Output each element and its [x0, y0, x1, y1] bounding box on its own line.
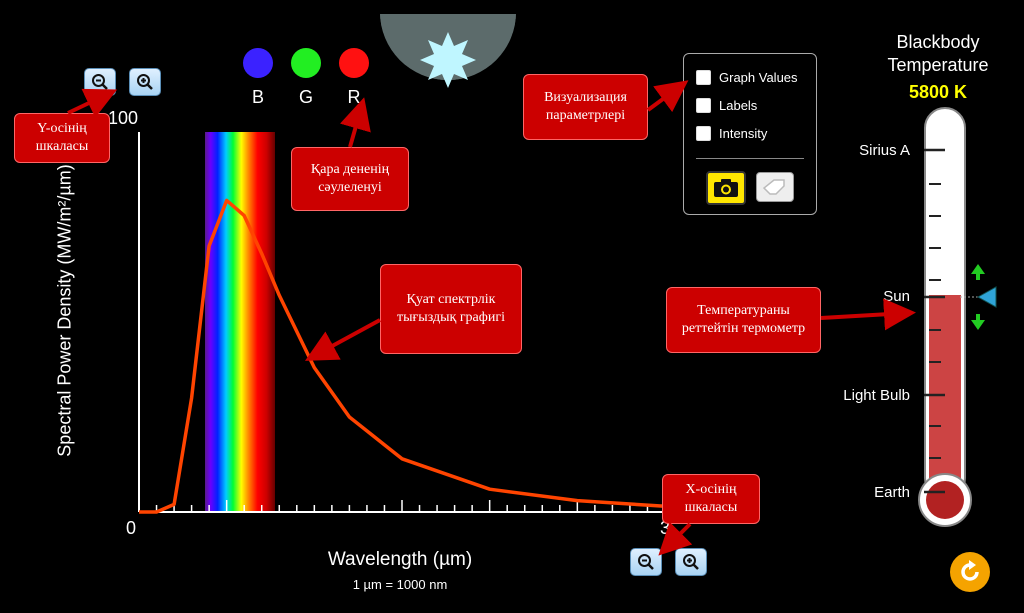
- thermometer[interactable]: [900, 100, 1010, 530]
- callout-spectral-graph: Қуат спектрлік тығыздық графигі: [380, 264, 522, 354]
- x-zoom-out-button[interactable]: [630, 548, 662, 576]
- blue-label: B: [251, 87, 264, 107]
- red-intensity-dot: [339, 48, 369, 78]
- zoom-in-icon: [137, 74, 153, 90]
- x-axis-label: Wavelength (µm): [327, 549, 473, 570]
- callout-blackbody-radiation: Қара дененің сәулеленуі: [291, 147, 409, 211]
- green-intensity-dot: [291, 48, 321, 78]
- reset-icon: [961, 560, 979, 581]
- zoom-out-icon: [92, 74, 108, 90]
- callout-y-scale: Y-осінің шкаласы: [14, 113, 110, 163]
- zoom-in-icon: [683, 554, 699, 570]
- camera-icon: [714, 179, 738, 197]
- callout-visual-params: Визуализация параметрлері: [523, 74, 648, 140]
- spectral-curve: [139, 198, 666, 514]
- checkbox-box[interactable]: [696, 98, 711, 113]
- x-zoom-in-button[interactable]: [675, 548, 707, 576]
- snapshot-button[interactable]: [706, 171, 746, 205]
- y-zoom-in-button[interactable]: [129, 68, 161, 96]
- marker-sirius-a: Sirius A: [859, 142, 910, 159]
- panel-divider: [696, 158, 804, 159]
- star-icon: [420, 32, 476, 88]
- reset-button[interactable]: [950, 552, 990, 592]
- marker-earth: Earth: [874, 484, 910, 501]
- graph-values-checkbox[interactable]: Graph Values: [696, 70, 798, 85]
- thermometer-title-2: Temperature: [887, 55, 989, 75]
- zoom-out-icon: [638, 554, 654, 570]
- visualization-options-panel: Graph Values Labels Intensity: [683, 53, 817, 215]
- temperature-value: 5800 K: [908, 82, 968, 102]
- eraser-button[interactable]: [756, 172, 794, 202]
- blue-intensity-dot: [243, 48, 273, 78]
- marker-light-bulb: Light Bulb: [843, 387, 910, 404]
- blackbody-star: [380, 0, 520, 88]
- checkbox-box[interactable]: [696, 70, 711, 85]
- visible-spectrum-band: [205, 132, 275, 512]
- temperature-up-arrow: [971, 264, 985, 280]
- intensity-checkbox[interactable]: Intensity: [696, 126, 767, 141]
- callout-thermometer: Температураны реттейтін термометр: [666, 287, 821, 353]
- checkbox-box[interactable]: [696, 126, 711, 141]
- x-unit-note: 1 µm = 1000 nm: [352, 577, 448, 592]
- temperature-down-arrow: [971, 314, 985, 330]
- red-label: R: [347, 87, 361, 107]
- labels-checkbox[interactable]: Labels: [696, 98, 757, 113]
- x-min-label: 0: [126, 518, 137, 538]
- callout-x-scale: X-осінің шкаласы: [662, 474, 760, 524]
- temperature-slider-handle: [976, 286, 997, 308]
- thermometer-title-1: Blackbody: [896, 32, 980, 52]
- eraser-icon: [762, 179, 785, 195]
- green-label: G: [298, 87, 313, 107]
